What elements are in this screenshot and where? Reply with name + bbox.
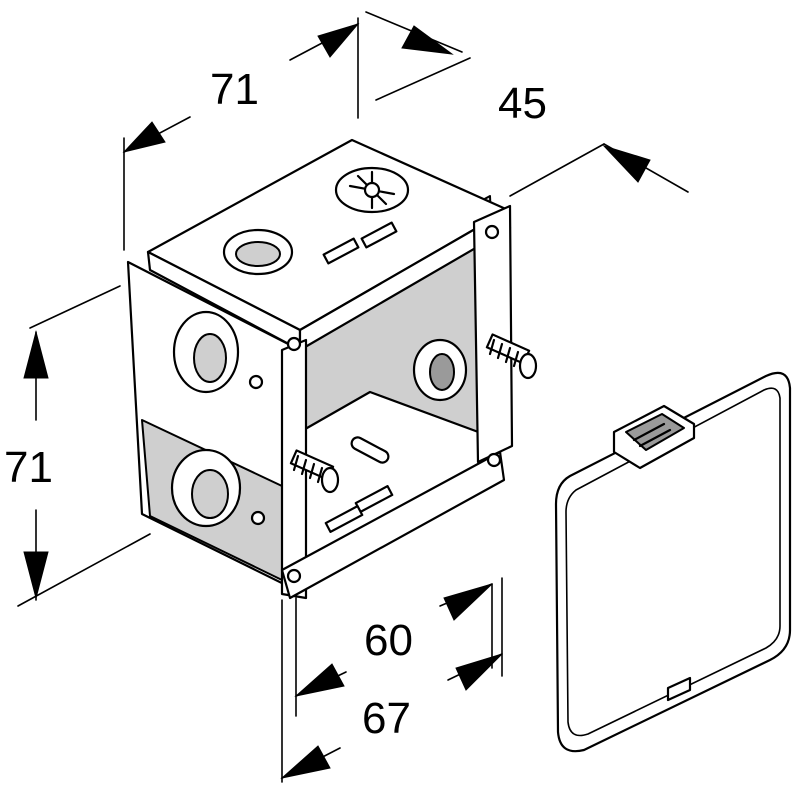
lid-bottom-notch	[666, 676, 692, 702]
dimension-label-top-width: 71	[210, 65, 259, 114]
arrow-head	[122, 121, 166, 153]
top-slot	[322, 237, 360, 265]
top-knockout-left-inner	[235, 241, 281, 267]
arrow-head	[23, 551, 49, 600]
arrow-head	[443, 583, 493, 621]
floor-slot	[324, 505, 364, 533]
arrow-head	[294, 663, 345, 697]
screw-hole	[486, 452, 502, 468]
arrow-head	[280, 745, 331, 779]
floor-slot	[350, 436, 390, 464]
arrow-head	[317, 23, 360, 58]
junction-box	[126, 138, 538, 600]
screw-hole	[286, 336, 302, 352]
side-knockout-lower-inner	[191, 469, 229, 519]
box-lid	[554, 371, 792, 753]
top-slot	[360, 221, 398, 249]
lid-plate	[554, 371, 792, 753]
dimension-label-height: 71	[4, 443, 53, 492]
knockout-center-icon	[363, 181, 381, 199]
screw-hole	[250, 510, 266, 526]
dimension-label-inner-width: 60	[364, 616, 413, 665]
mounting-screw-left	[289, 449, 340, 494]
lid-inner-edge	[565, 387, 781, 737]
arrow-head	[401, 25, 454, 55]
side-knockout-upper-inner	[193, 333, 227, 383]
arrow-head	[23, 330, 49, 379]
screw-hole	[248, 374, 264, 390]
mounting-screw-right	[485, 333, 538, 380]
lid-latch	[612, 404, 696, 470]
screw-hole	[286, 568, 302, 584]
dimension-label-depth: 45	[498, 79, 547, 128]
box-bottom-rim	[280, 450, 506, 600]
screw-hole	[484, 224, 500, 240]
arrow-head	[455, 653, 503, 691]
dimension-top-width: 71	[122, 17, 360, 251]
dimension-inner-width: 60	[294, 583, 493, 717]
dimension-outer-width: 67	[280, 577, 503, 783]
back-knockout-inner	[429, 353, 455, 391]
arrow-head	[602, 144, 651, 183]
dimension-label-outer-width: 67	[362, 694, 411, 743]
dimension-height: 71	[4, 285, 151, 607]
dimension-depth: 45	[365, 11, 689, 197]
